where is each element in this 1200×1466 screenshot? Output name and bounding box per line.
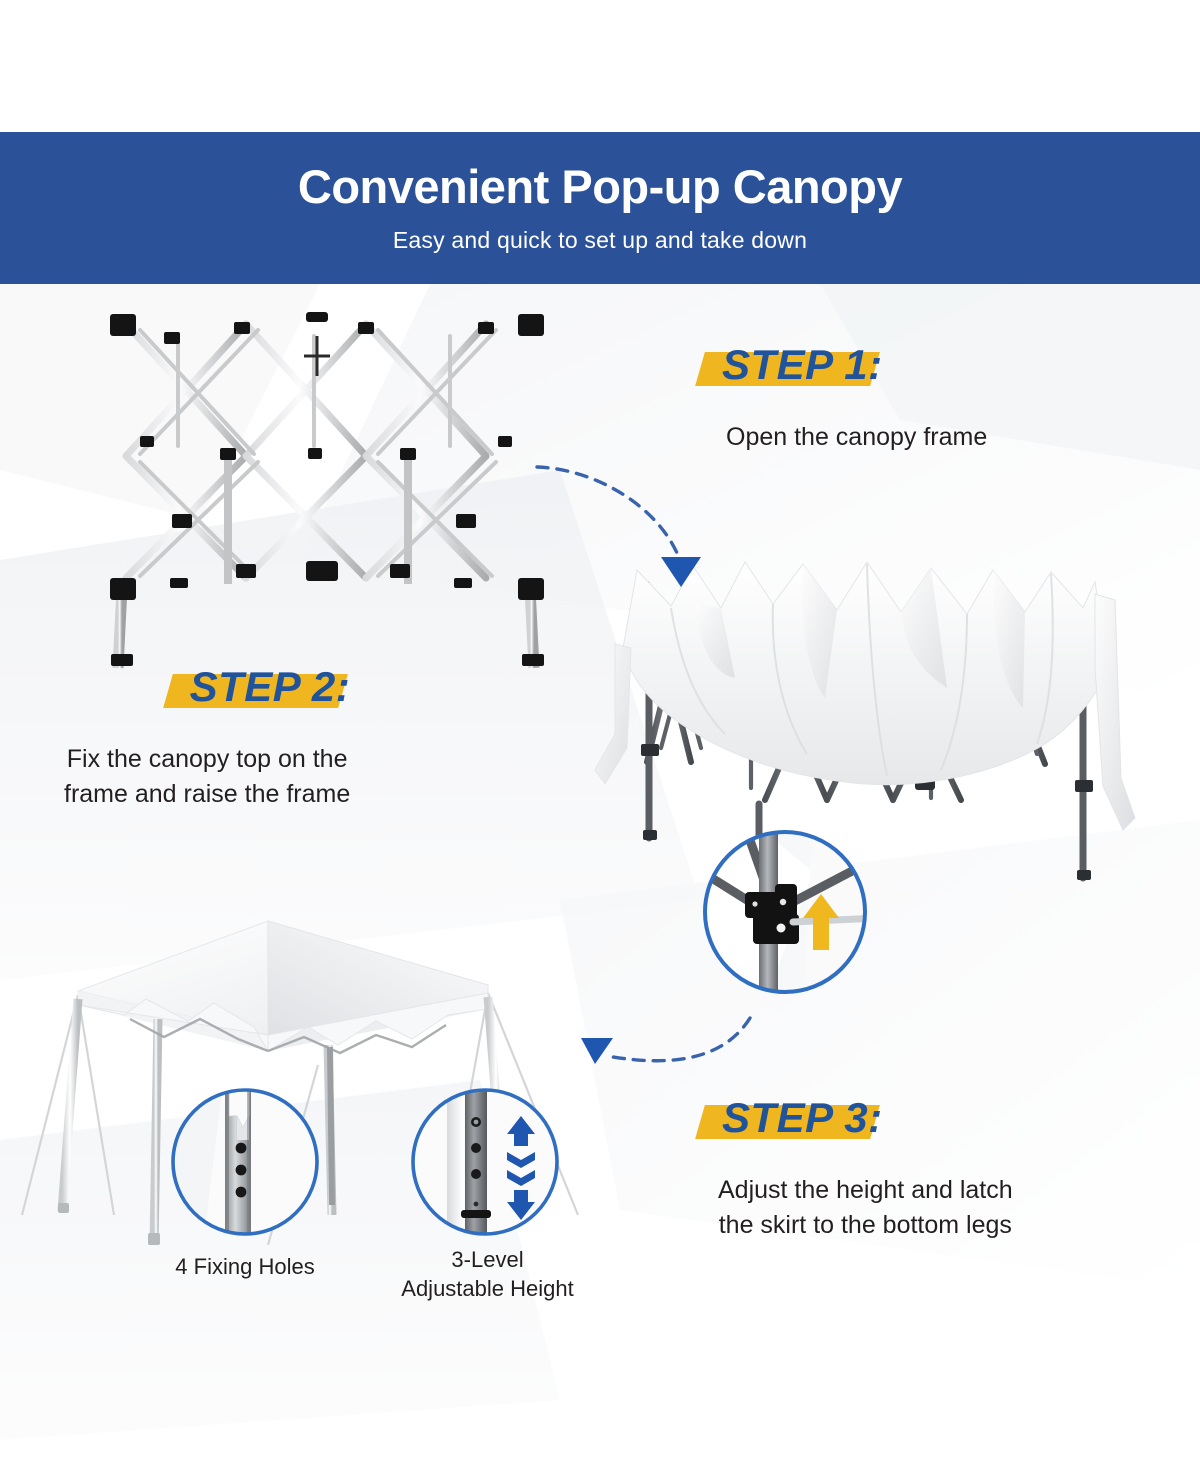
canopy-frame-photo (78, 296, 578, 696)
page-subtitle: Easy and quick to set up and take down (392, 226, 808, 253)
step-1-description-line1: Open the canopy frame (726, 423, 988, 451)
step-1-label-text: STEP 1: (722, 341, 883, 388)
step-2-description-line1: Fix the canopy top on the (66, 745, 348, 773)
step-1-description: Open the canopy frame (700, 420, 987, 455)
fixing-holes-caption: 4 Fixing Holes (120, 1252, 370, 1281)
fixing-holes-callout (163, 1082, 328, 1247)
step-3-description: Adjust the height and latch the skirt to… (700, 1173, 1013, 1242)
step-1-block: STEP 1: Open the canopy frame (695, 340, 987, 455)
step-2-description-line2: frame and raise the frame (64, 779, 351, 808)
fixing-holes-caption-line: 4 Fixing Holes (175, 1254, 315, 1279)
step-3-label-text: STEP 3: (722, 1094, 883, 1141)
step-2-description: Fix the canopy top on the frame and rais… (64, 742, 350, 811)
frame-joint-detail-callout (693, 822, 878, 1007)
step-2-block: STEP 2: Fix the canopy top on the frame … (64, 662, 350, 811)
step-3-block: STEP 3: Adjust the height and latch the … (695, 1093, 1013, 1242)
frame-joint-detail-svg (703, 830, 867, 994)
canopy-frame-svg (110, 312, 544, 669)
step-2-label-text: STEP 2: (189, 663, 351, 710)
header-banner: Convenient Pop-up Canopy Easy and quick … (0, 132, 1200, 284)
adjustable-height-caption: 3-Level Adjustable Height (360, 1245, 615, 1303)
fixing-holes-svg (171, 1088, 319, 1236)
step-1-label: STEP 1: (695, 340, 883, 390)
step-3-description-line2: the skirt to the bottom legs (718, 1210, 1012, 1239)
step-3-label: STEP 3: (695, 1093, 883, 1143)
adjustable-height-caption-line2: Adjustable Height (401, 1276, 574, 1302)
page-title: Convenient Pop-up Canopy (297, 159, 903, 213)
adjustable-height-callout (403, 1082, 568, 1247)
adjustable-height-svg (411, 1088, 559, 1236)
step-3-description-line1: Adjust the height and latch (718, 1176, 1013, 1204)
adjustable-height-caption-line1: 3-Level (451, 1247, 524, 1272)
step-2-label: STEP 2: (162, 662, 351, 712)
